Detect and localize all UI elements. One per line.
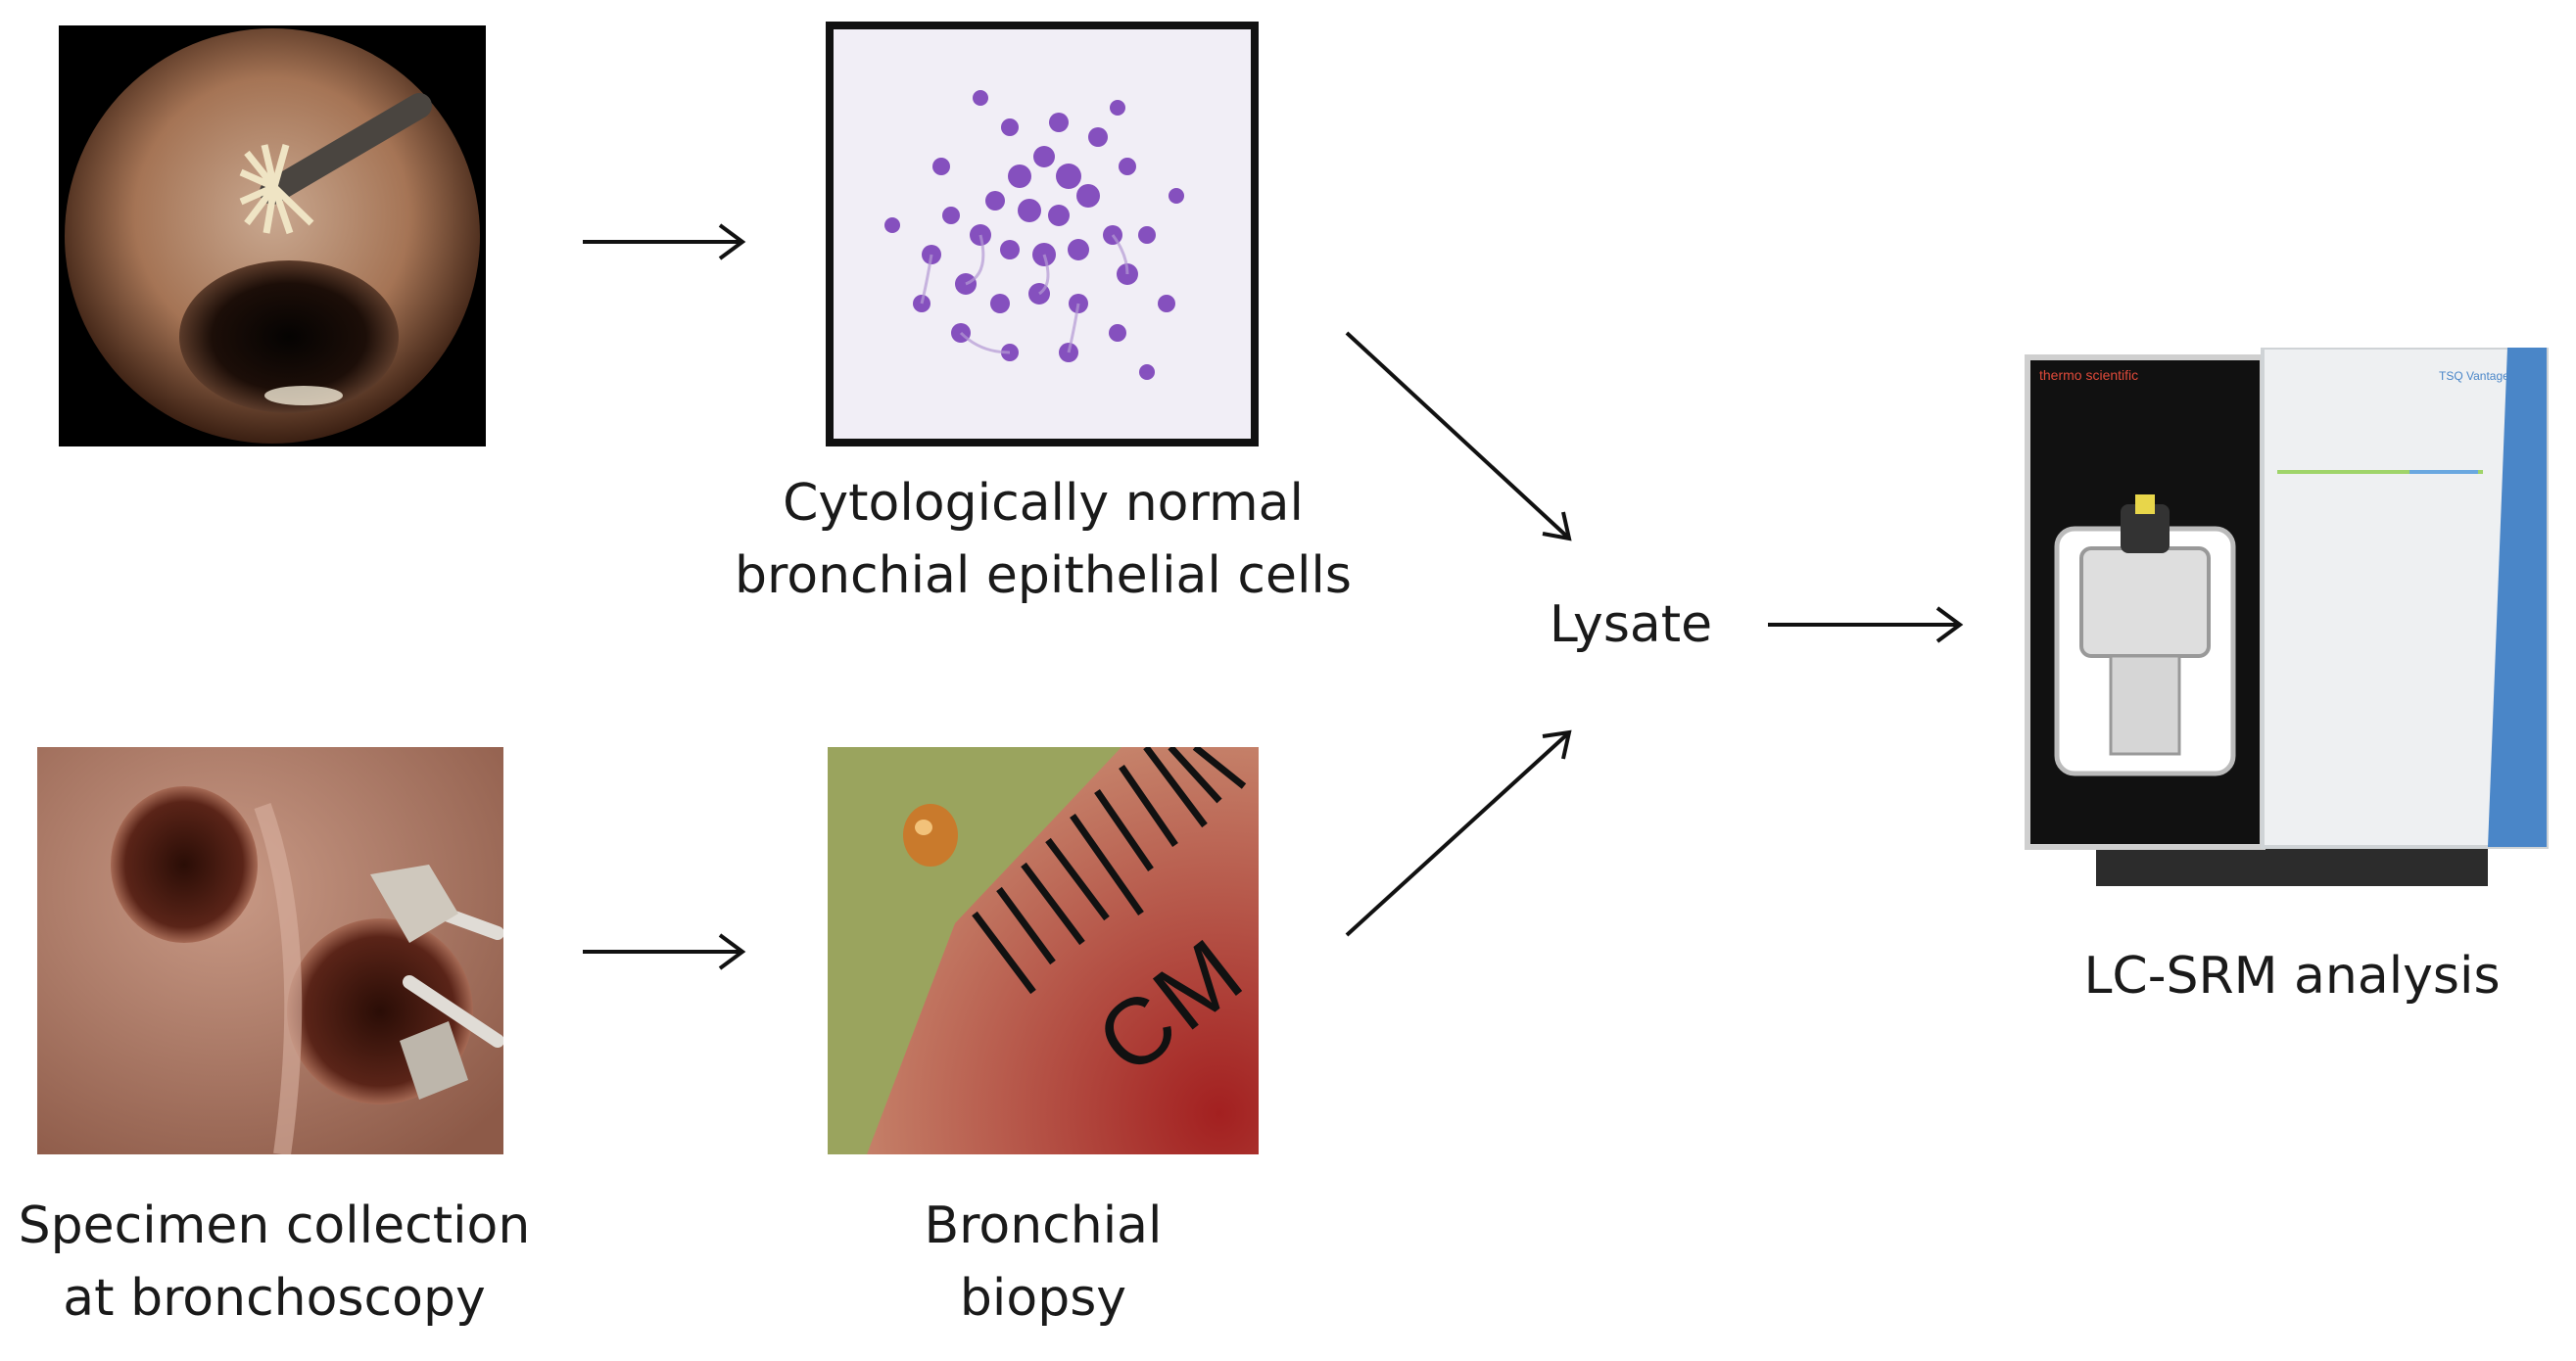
- analysis-label: LC-SRM analysis: [2083, 947, 2501, 1006]
- instrument-model-text: TSQ Vantage: [2439, 369, 2509, 383]
- arrow-brush-to-cells: [583, 223, 746, 260]
- arrow-lysate-to-analysis: [1768, 606, 1964, 643]
- cytology-micrograph-image: [826, 22, 1259, 446]
- forceps-airway-graphic: [37, 747, 503, 1154]
- biopsy-label-line1: Bronchial: [924, 1197, 1163, 1255]
- biopsy-ruler-graphic: [828, 747, 1259, 1154]
- specimen-label-line2: at bronchoscopy: [63, 1269, 486, 1328]
- forceps-bronchoscopy-image: [37, 747, 503, 1154]
- specimen-label: Specimen collection at bronchoscopy: [0, 1190, 549, 1335]
- cells-label: Cytologically normal bronchial epithelia…: [691, 467, 1396, 612]
- arrow-biopsy-to-lysate: [1345, 729, 1572, 937]
- lysate-label: Lysate: [1549, 595, 1713, 654]
- biopsy-label-line2: biopsy: [959, 1269, 1127, 1328]
- mass-spectrometer-graphic: [2025, 348, 2549, 886]
- mass-spectrometer-image: thermo scientific TSQ Vantage: [2018, 348, 2556, 896]
- instrument-brand-text: thermo scientific: [2039, 367, 2139, 383]
- cells-label-line2: bronchial epithelial cells: [735, 546, 1352, 605]
- cytology-cells-graphic: [884, 90, 1184, 380]
- arrow-forceps-to-biopsy: [583, 933, 746, 970]
- specimen-label-line1: Specimen collection: [18, 1197, 531, 1255]
- cells-label-line1: Cytologically normal: [783, 474, 1304, 533]
- brush-bronchoscopy-graphic: [65, 28, 480, 444]
- biopsy-ruler-image: CM: [828, 747, 1259, 1154]
- biopsy-label: Bronchial biopsy: [828, 1190, 1259, 1335]
- brush-bronchoscopy-image: [59, 25, 486, 446]
